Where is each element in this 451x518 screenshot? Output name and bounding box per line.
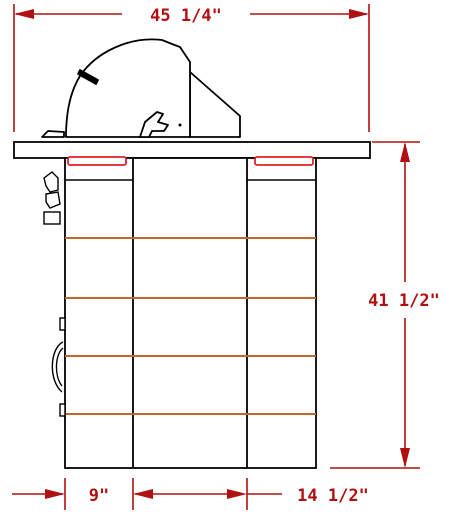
width-dimension: 45 1/4" xyxy=(13,4,370,132)
side-burner-tab xyxy=(43,211,61,225)
hood-bracket xyxy=(139,111,169,138)
side-hardware xyxy=(43,171,66,417)
width-label: 45 1/4" xyxy=(150,6,222,26)
hood-side-panel xyxy=(189,71,241,138)
red-accent-right xyxy=(254,156,314,166)
countertop xyxy=(13,141,371,159)
height-arrow-bottom xyxy=(400,448,410,468)
red-accent-left xyxy=(67,156,127,166)
bottom-dimensions: 9" 14 1/2" xyxy=(12,478,369,510)
door-hinge-top xyxy=(59,317,66,331)
left-segment-label: 9" xyxy=(89,486,109,506)
hood-body xyxy=(65,38,191,138)
side-burner-bracket xyxy=(43,171,59,193)
right-segment-label: 14 1/2" xyxy=(297,486,369,506)
hood-thermo-dot xyxy=(178,123,182,127)
width-arrow-left xyxy=(14,9,34,19)
hood-handle-strip xyxy=(77,69,99,85)
height-dimension: 41 1/2" xyxy=(330,141,440,469)
door-hinge-bottom xyxy=(59,403,66,417)
island-base xyxy=(64,156,317,469)
door-handle xyxy=(51,341,64,393)
base-outline xyxy=(64,157,317,469)
width-arrow-right xyxy=(349,9,369,19)
left-seg-arrow xyxy=(45,489,65,499)
grill-hood xyxy=(41,38,241,138)
door-handle-inner xyxy=(55,347,64,387)
height-arrow-top xyxy=(400,142,410,162)
side-burner-knob xyxy=(45,191,61,209)
right-seg-arrow-right xyxy=(227,489,247,499)
height-label: 41 1/2" xyxy=(368,291,440,311)
right-seg-arrow-left xyxy=(133,489,153,499)
side-knob xyxy=(41,130,65,138)
